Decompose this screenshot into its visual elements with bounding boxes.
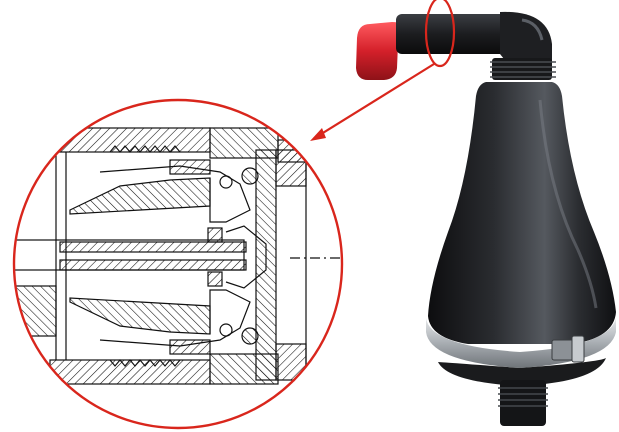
highlight-ellipse	[424, 0, 456, 68]
callout-arrow	[310, 63, 435, 141]
bottom-spigot	[498, 380, 548, 426]
red-cap	[356, 22, 406, 80]
lower-body	[438, 358, 606, 386]
elbow-pipe	[396, 14, 524, 54]
valve-product-image	[356, 11, 616, 426]
elbow-bend	[500, 11, 552, 64]
valve-body	[428, 82, 616, 344]
threaded-neck	[490, 58, 556, 80]
clamp-band	[426, 318, 616, 368]
detail-circle-outline	[12, 98, 344, 430]
section-detail	[12, 98, 344, 430]
